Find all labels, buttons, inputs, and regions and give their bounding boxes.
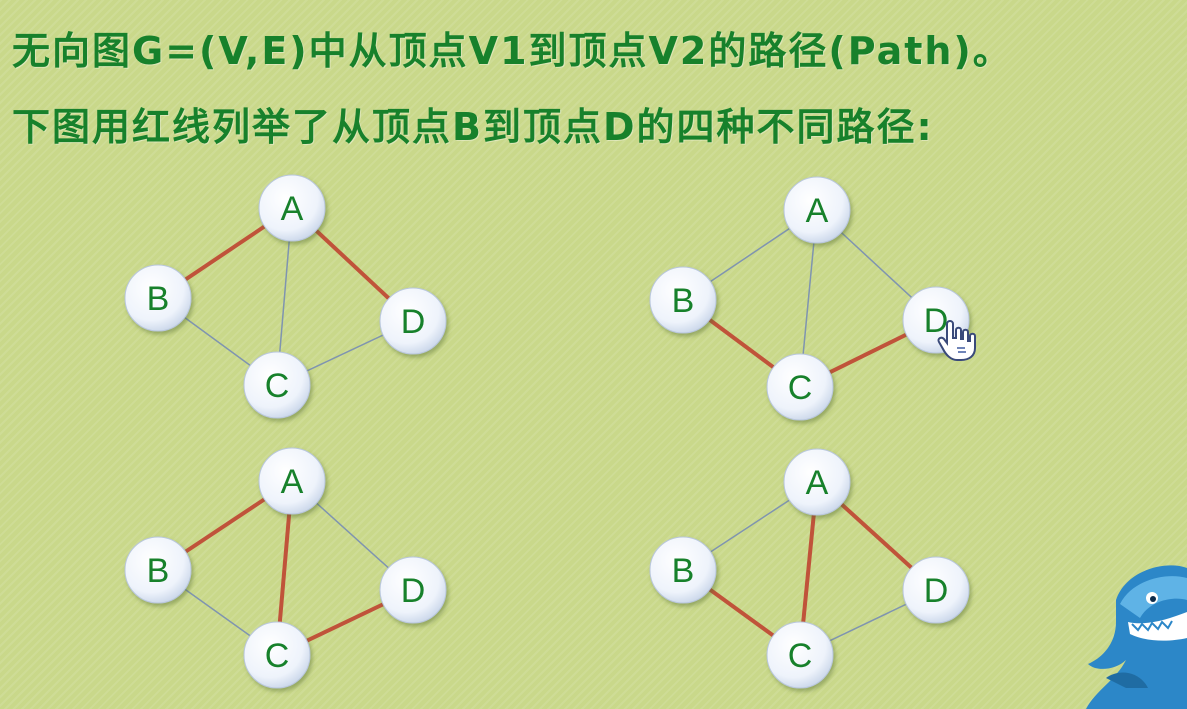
node-a: A [258, 447, 326, 515]
node-c: C [766, 621, 834, 689]
node-c: C [766, 353, 834, 421]
node-circle [649, 536, 717, 604]
node-label: D [401, 572, 426, 610]
node-label: D [924, 302, 949, 340]
node-circle [124, 264, 192, 332]
node-label: A [281, 463, 304, 501]
node-label: B [147, 280, 170, 318]
node-b: B [124, 536, 192, 604]
node-label: C [265, 637, 290, 675]
node-label: D [401, 303, 426, 341]
node-circle [124, 536, 192, 604]
node-label: A [281, 190, 304, 228]
title-line-2: 下图用红线列举了从顶点B到顶点D的四种不同路径: [12, 105, 934, 149]
node-label: A [806, 192, 829, 230]
node-label: A [806, 464, 829, 502]
node-label: D [924, 572, 949, 610]
node-circle [258, 447, 326, 515]
node-label: C [788, 637, 813, 675]
hand-pointer-icon [937, 320, 976, 361]
title-line-1: 无向图G=(V,E)中从顶点V1到顶点V2的路径(Path)。 [12, 29, 1013, 73]
node-b: B [124, 264, 192, 332]
node-circle [243, 621, 311, 689]
node-c: C [243, 621, 311, 689]
node-a: A [783, 176, 851, 244]
node-a: A [258, 174, 326, 242]
node-label: B [672, 282, 695, 320]
graph-1: A B C D [124, 174, 447, 419]
graph-4: A B C D [649, 448, 970, 689]
node-c: C [243, 351, 311, 419]
node-d: D [379, 556, 447, 624]
node-circle [902, 556, 970, 624]
node-a: A [783, 448, 851, 516]
node-b: B [649, 536, 717, 604]
shark-mascot-icon [1086, 565, 1187, 709]
node-circle [379, 556, 447, 624]
node-circle [258, 174, 326, 242]
node-label: B [672, 552, 695, 590]
node-circle [783, 176, 851, 244]
node-circle [243, 351, 311, 419]
node-d: D [902, 556, 970, 624]
node-circle [783, 448, 851, 516]
graph-2: A B C D [649, 176, 970, 421]
node-d: D [379, 287, 447, 355]
node-label: C [788, 369, 813, 407]
graph-3: A B C D [124, 447, 447, 689]
node-circle [766, 353, 834, 421]
node-b: B [649, 266, 717, 334]
node-circle [766, 621, 834, 689]
node-circle [649, 266, 717, 334]
node-circle [379, 287, 447, 355]
node-label: B [147, 552, 170, 590]
node-label: C [265, 367, 290, 405]
